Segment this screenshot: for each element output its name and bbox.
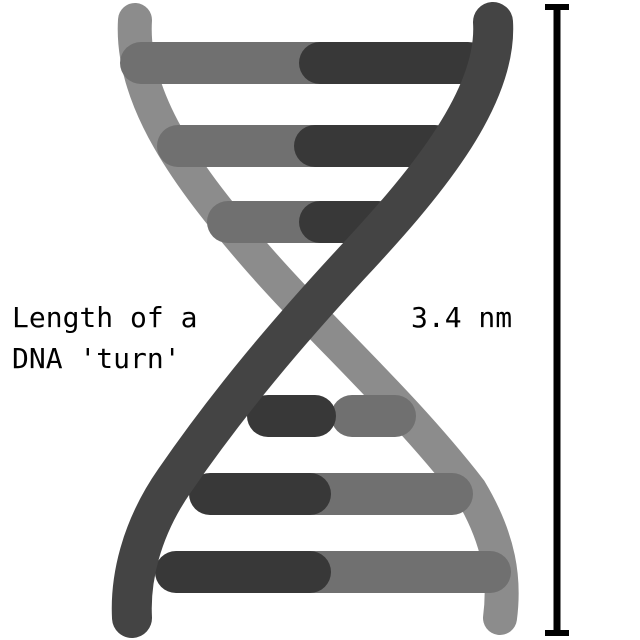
turn-length-label-line1: Length of a (12, 301, 198, 334)
turn-length-label-line2: DNA 'turn' (12, 342, 181, 375)
scale-bar (545, 4, 569, 636)
backbone-strand-dark (111, 2, 514, 638)
backbone-strand-light (117, 3, 519, 635)
turn-length-label: Length of a DNA 'turn' (12, 297, 197, 379)
measurement-label: 3.4 nm (411, 301, 513, 334)
